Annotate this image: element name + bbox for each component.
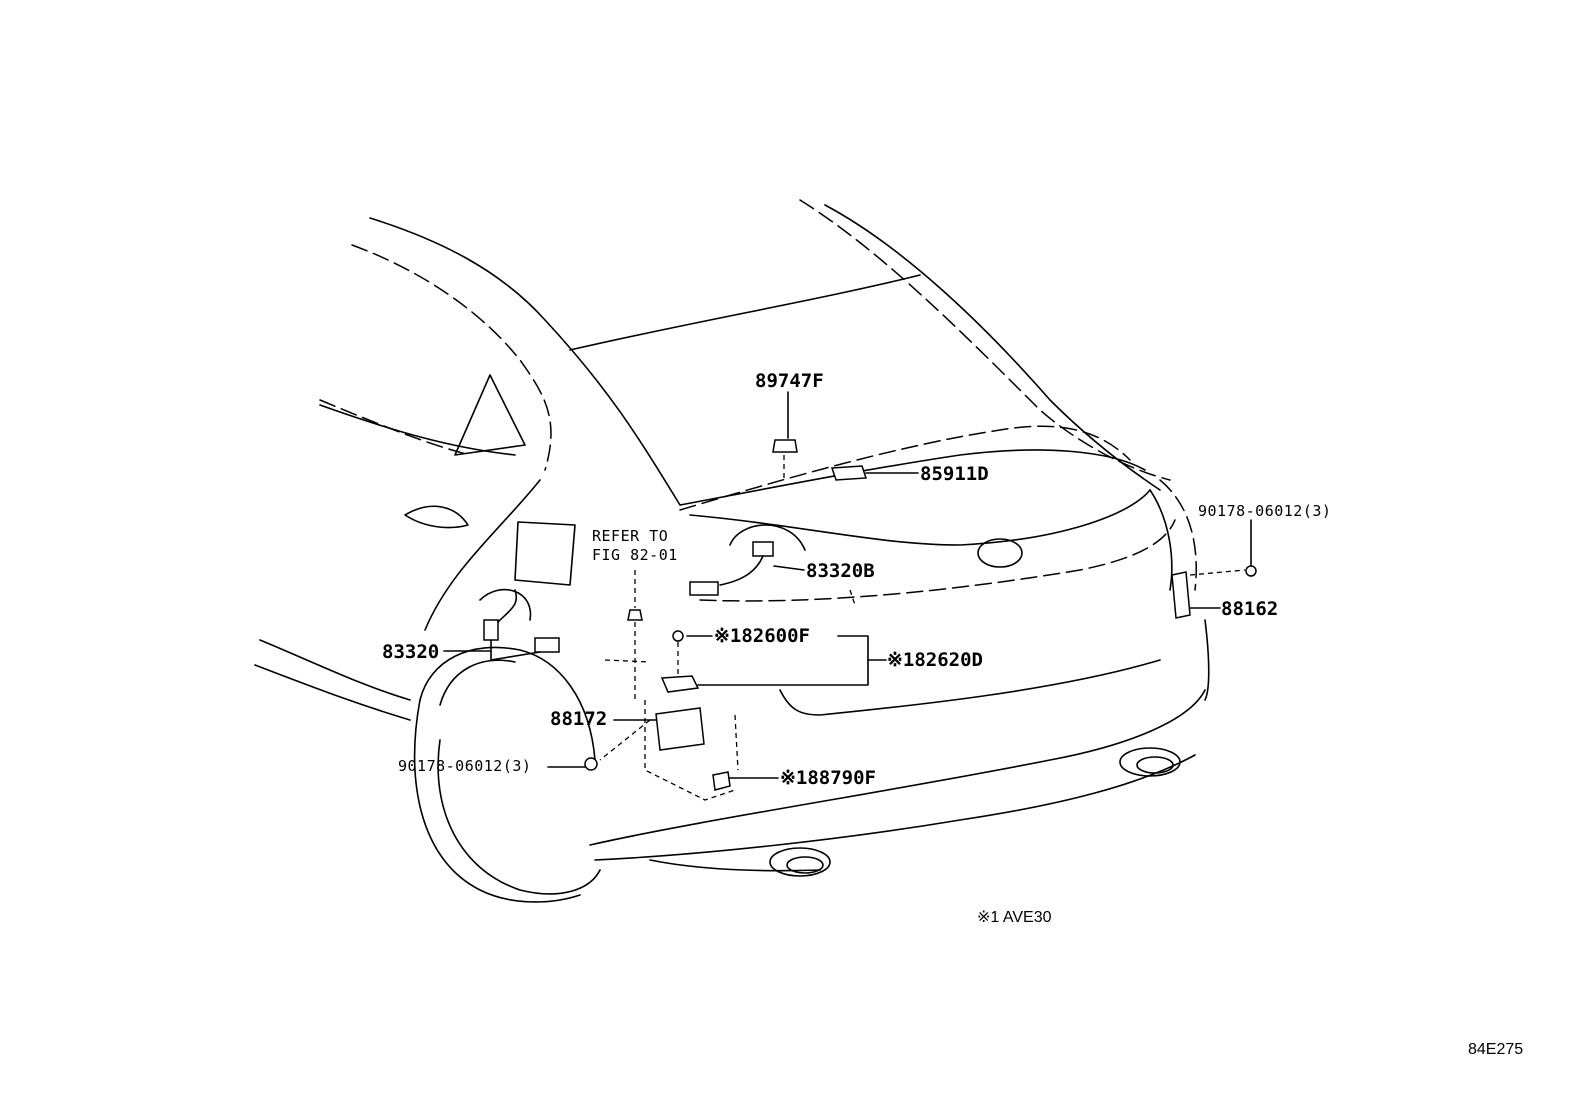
part-label-83320B[interactable]: 83320B bbox=[806, 560, 875, 582]
footnote: ※1 AVE30 bbox=[977, 909, 1052, 926]
part-label-88790F[interactable]: ※188790F bbox=[780, 767, 876, 789]
part-label-89747F[interactable]: 89747F bbox=[755, 370, 824, 392]
part-label-83320[interactable]: 83320 bbox=[382, 641, 440, 663]
part-label-bolt-left[interactable]: 90178-06012(3) bbox=[398, 757, 532, 775]
part-label-82620D[interactable]: ※182620D bbox=[887, 649, 983, 671]
diagram-code: 84E275 bbox=[1468, 1041, 1524, 1058]
part-label-88162[interactable]: 88162 bbox=[1221, 598, 1279, 620]
part-label-88172[interactable]: 88172 bbox=[550, 708, 608, 730]
part-label-82600F[interactable]: ※182600F bbox=[714, 625, 810, 647]
part-label-bolt-right[interactable]: 90178-06012(3) bbox=[1198, 502, 1332, 520]
refer-line-1: REFER TO bbox=[592, 527, 669, 545]
part-label-85911D[interactable]: 85911D bbox=[920, 463, 989, 485]
refer-line-2[interactable]: FIG 82-01 bbox=[592, 546, 678, 564]
